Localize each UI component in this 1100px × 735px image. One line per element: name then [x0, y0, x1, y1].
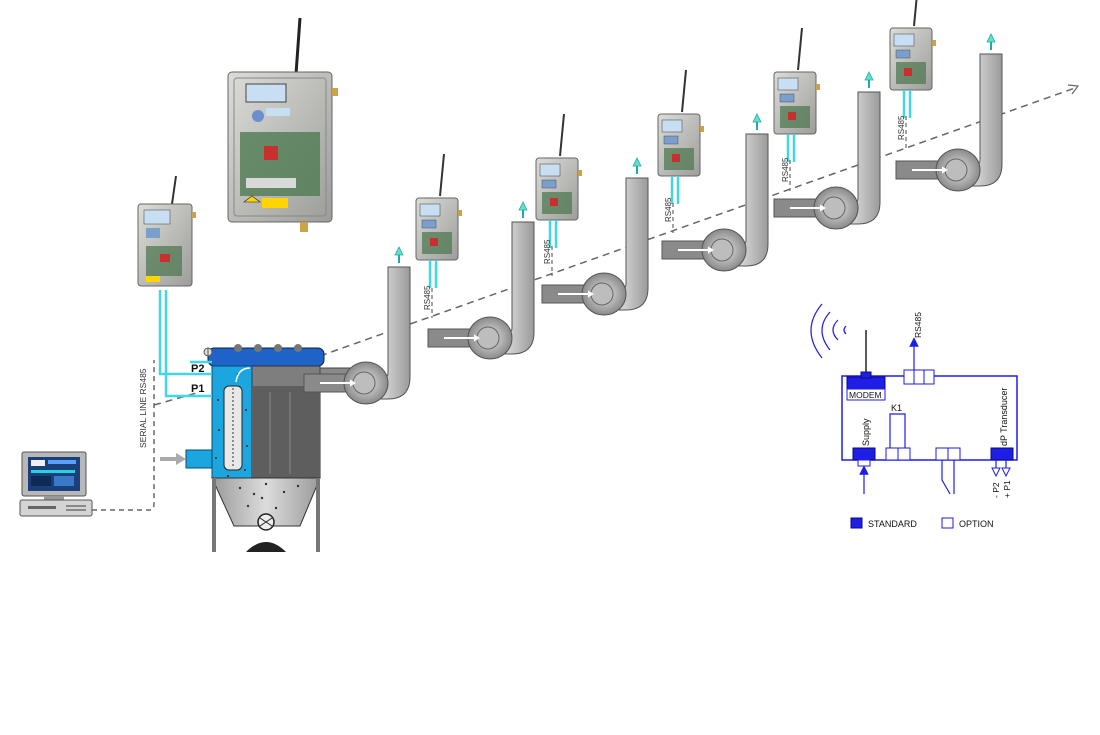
controller-unit-3 [656, 68, 706, 206]
bus-arrow-icon [1067, 84, 1080, 95]
legend-standard-swatch [850, 517, 863, 529]
rs485-label-5: RS485 [897, 115, 906, 140]
rs485-label-2: RS485 [543, 239, 552, 264]
controller-unit-5 [888, 0, 938, 120]
legend [850, 517, 954, 529]
serial-line-pc [92, 360, 155, 511]
rs485-label-4: RS485 [781, 157, 790, 182]
controller-enlarged-view [227, 17, 338, 232]
rs485-label-3: RS485 [664, 197, 673, 222]
controller-unit-2 [534, 112, 584, 250]
controller-unit-4 [772, 26, 822, 164]
rs485-bus-line [153, 87, 1076, 406]
dust-collector [158, 290, 351, 552]
legend-standard-label: STANDARD [868, 519, 917, 529]
wiring-schematic [810, 303, 1018, 495]
rs485-label-1: RS485 [423, 285, 432, 310]
radio-waves-icon [810, 303, 847, 359]
supply-label: Supply [861, 418, 871, 446]
controller-main-small [137, 175, 196, 287]
p2-label: P2 [191, 363, 204, 375]
rs485-drops [431, 116, 907, 318]
serial-line-label: SERIAL LINE RS485 [138, 368, 148, 448]
schematic-rs485-label: RS485 [913, 312, 923, 338]
dp-transducer-label: dP Transducer [999, 388, 1009, 446]
legend-option-swatch [941, 517, 954, 529]
computer-workstation-icon [19, 451, 93, 517]
p1-terminal-label: + P1 [1002, 480, 1012, 498]
modem-label: MODEM [849, 390, 882, 400]
p1-label: P1 [191, 383, 204, 395]
controller-unit-1 [414, 152, 464, 290]
legend-option-label: OPTION [959, 519, 994, 529]
fan-unit-1 [303, 246, 411, 405]
k1-label: K1 [891, 403, 902, 413]
p2-terminal-label: - P2 [991, 482, 1001, 498]
